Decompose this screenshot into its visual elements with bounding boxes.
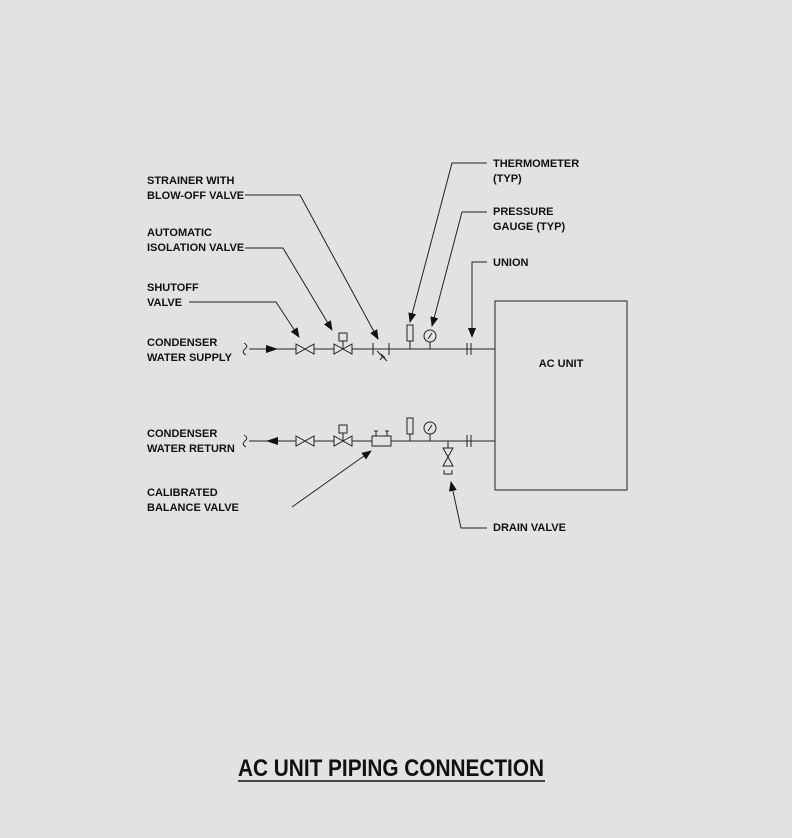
label-line: CONDENSER <box>147 337 217 349</box>
return-flow-arrow <box>266 437 278 445</box>
drain-leader <box>449 481 487 529</box>
label-shutoff: SHUTOFF VALVE <box>147 282 199 309</box>
label-thermometer: THERMOMETER (TYP) <box>493 158 579 185</box>
supply-union <box>466 343 472 355</box>
label-line: SHUTOFF <box>147 282 199 294</box>
label-gauge: PRESSURE GAUGE (TYP) <box>493 206 565 233</box>
label-line: UNION <box>493 257 529 269</box>
union-leader <box>468 261 487 338</box>
label-line: PRESSURE <box>493 206 554 218</box>
thermometer-leader <box>408 162 487 323</box>
label-supply: CONDENSER WATER SUPPLY <box>147 337 233 364</box>
supply-line <box>242 324 495 362</box>
return-pressure-gauge <box>423 421 437 441</box>
supply-shutoff-valve <box>295 343 315 355</box>
diagram-title: AC UNIT PIPING CONNECTION <box>238 755 545 782</box>
balance-leader <box>291 450 372 508</box>
supply-pressure-gauge <box>423 329 437 349</box>
shutoff-leader <box>189 301 300 338</box>
leader-lines <box>189 162 487 529</box>
gauge-leader <box>430 211 487 327</box>
label-line: CONDENSER <box>147 428 217 440</box>
label-balance: CALIBRATED BALANCE VALVE <box>147 487 239 514</box>
return-drain-valve <box>442 441 454 475</box>
label-line: (TYP) <box>493 173 522 185</box>
return-shutoff-valve <box>295 435 315 447</box>
return-line <box>242 417 495 475</box>
ac-unit: AC UNIT <box>494 300 628 491</box>
label-line: BALANCE VALVE <box>147 502 239 514</box>
return-balance-valve <box>371 430 392 447</box>
label-line: BLOW-OFF VALVE <box>147 190 244 202</box>
label-line: ISOLATION VALVE <box>147 242 244 254</box>
supply-flow-arrow <box>266 345 278 353</box>
label-line: WATER SUPPLY <box>147 352 233 364</box>
supply-strainer <box>372 343 390 362</box>
label-line: CALIBRATED <box>147 487 218 499</box>
pipe-break-mark <box>242 342 248 356</box>
return-thermometer <box>406 417 414 441</box>
label-isolation: AUTOMATIC ISOLATION VALVE <box>147 227 244 254</box>
label-line: VALVE <box>147 297 182 309</box>
return-union <box>466 435 472 447</box>
label-line: GAUGE (TYP) <box>493 221 565 233</box>
label-return: CONDENSER WATER RETURN <box>147 428 235 455</box>
label-union: UNION <box>493 257 529 269</box>
pipe-break-mark <box>242 434 248 448</box>
label-line: STRAINER WITH <box>147 175 234 187</box>
supply-thermometer <box>406 324 414 349</box>
label-line: AUTOMATIC <box>147 227 212 239</box>
ac-unit-box <box>494 300 628 491</box>
ac-unit-label: AC UNIT <box>539 358 584 370</box>
strainer-leader <box>245 194 379 340</box>
label-strainer: STRAINER WITH BLOW-OFF VALVE <box>147 175 244 202</box>
title-text: AC UNIT PIPING CONNECTION <box>238 755 544 782</box>
label-drain: DRAIN VALVE <box>493 522 566 534</box>
supply-isolation-valve <box>333 332 353 355</box>
label-line: DRAIN VALVE <box>493 522 566 534</box>
label-line: WATER RETURN <box>147 443 235 455</box>
label-line: THERMOMETER <box>493 158 579 170</box>
return-isolation-valve <box>333 424 353 447</box>
isolation-leader <box>245 247 333 331</box>
